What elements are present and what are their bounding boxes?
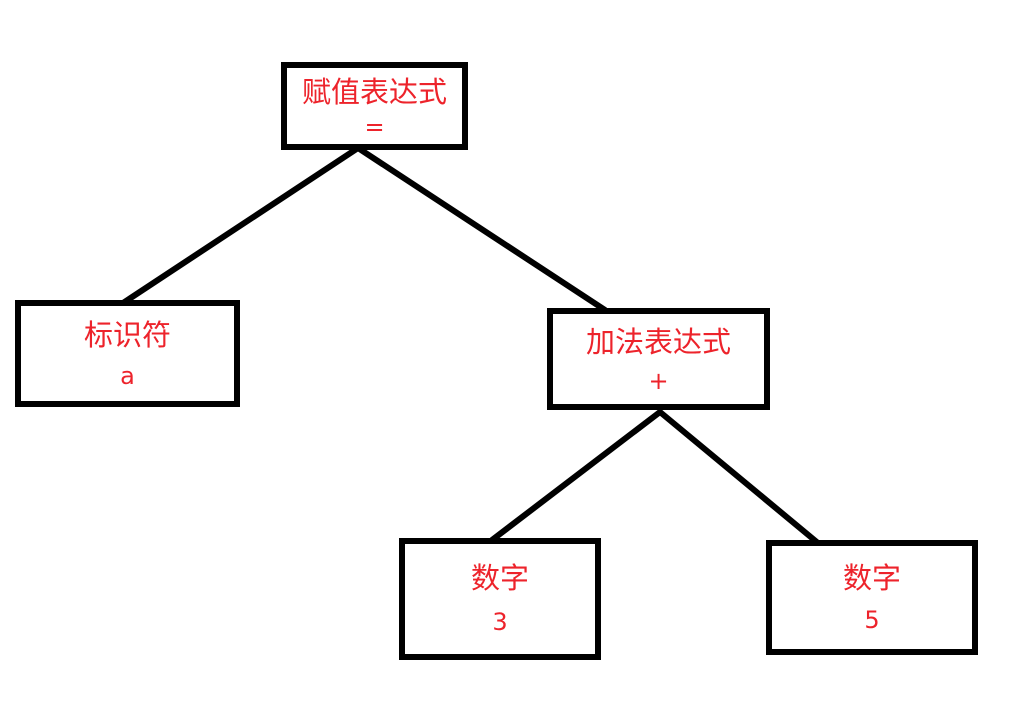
tree-edge-addition-expression-to-number-5 xyxy=(657,409,821,546)
node-value: 5 xyxy=(864,606,880,635)
tree-edge-assignment-expression-to-addition-expression xyxy=(355,145,608,313)
tree-node-number-3: 数字 3 xyxy=(399,538,601,660)
tree-edge-addition-expression-to-number-3 xyxy=(489,409,663,543)
node-title: 赋值表达式 xyxy=(301,75,447,110)
node-value: 3 xyxy=(492,608,508,637)
node-value: + xyxy=(648,367,669,396)
node-title: 标识符 xyxy=(83,318,171,353)
node-title: 数字 xyxy=(470,560,529,595)
node-value: a xyxy=(120,361,135,390)
tree-node-addition-expression: 加法表达式 + xyxy=(547,308,770,410)
node-title: 加法表达式 xyxy=(585,325,731,359)
tree-node-identifier: 标识符 a xyxy=(15,300,240,407)
tree-node-number-5: 数字 5 xyxy=(766,540,978,655)
node-value: = xyxy=(364,113,385,142)
node-title: 数字 xyxy=(842,560,901,595)
tree-node-assignment-expression: 赋值表达式 = xyxy=(281,62,468,150)
tree-edge-assignment-expression-to-identifier xyxy=(120,145,361,306)
